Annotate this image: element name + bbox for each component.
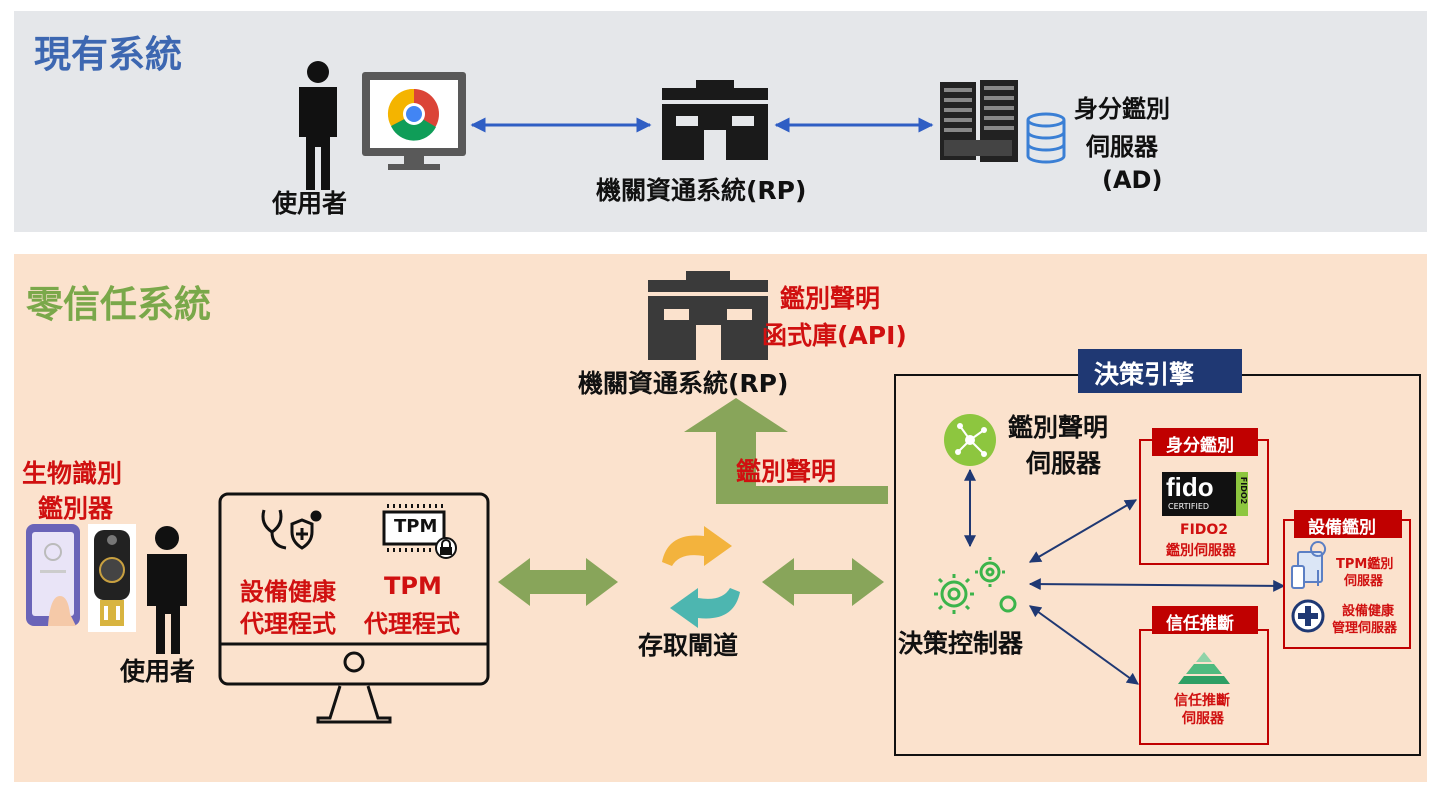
tpm-chip-icon: [382, 504, 457, 559]
controller-gears-icon: [934, 557, 1017, 614]
fingerprint-phone-icon: [26, 524, 80, 626]
server-rack-icon: [940, 80, 1018, 162]
controller-identity-arrow: [1028, 499, 1138, 563]
fido-logo-sub: CERTIFIED: [1168, 502, 1210, 511]
tpm-chip-label: TPM: [394, 516, 438, 537]
trust-box-title: 信任推斷: [1166, 614, 1234, 634]
trust-caption-line1: 信任推斷: [1174, 693, 1230, 709]
fido-logo-side: FIDO2: [1239, 476, 1249, 505]
assertion-server-line2: 伺服器: [1026, 449, 1102, 478]
decision-engine-title-bg: [1078, 349, 1242, 393]
controller-device-arrow: [1028, 578, 1286, 592]
bio-label-line2: 鑑別器: [38, 494, 114, 523]
bio-label-line1: 生物識別: [22, 459, 123, 488]
health-caption-line2: 管理伺服器: [1332, 621, 1398, 636]
existing-rp-label: 機關資通系統(RP): [596, 176, 807, 205]
health-caption-line1: 設備健康: [1342, 604, 1395, 619]
ad-label-line1: 身分鑑別: [1074, 95, 1170, 123]
controller-label: 決策控制器: [898, 629, 1024, 658]
tpm-agent-line2: 代理程式: [364, 610, 460, 638]
zt-user-label: 使用者: [120, 657, 196, 686]
decision-engine-title: 決策引擎: [1094, 360, 1195, 389]
gateway-engine-arrow: [762, 558, 884, 606]
security-key-icon: [88, 524, 136, 632]
endpoint-monitor: [218, 492, 490, 724]
zt-user-person-icon: [147, 526, 187, 654]
endpoint-gateway-arrow: [498, 558, 618, 606]
identity-box-title: 身分鑑別: [1166, 436, 1234, 456]
device-agent-line2: 代理程式: [240, 610, 336, 638]
fido-logo-bg: [1162, 472, 1248, 516]
device-box-title: 設備鑑別: [1308, 518, 1376, 538]
zt-rp-label: 機關資通系統(RP): [578, 369, 789, 398]
device-box-title-bg: [1294, 510, 1402, 538]
device-health-icon: [261, 509, 322, 550]
assertion-server-line1: 鑑別聲明: [1008, 413, 1109, 442]
ad-label-line2: 伺服器: [1086, 133, 1158, 161]
device-agent-line1: 設備健康: [240, 578, 336, 606]
ad-label-line3: (AD): [1102, 166, 1163, 194]
tpm-devices-icon: [1291, 541, 1327, 589]
tpm-auth-caption-line2: 伺服器: [1344, 574, 1384, 589]
identity-caption-line2: 鑑別伺服器: [1166, 543, 1236, 559]
gateway-label: 存取閘道: [638, 631, 739, 660]
api-label-line1: 鑑別聲明: [780, 284, 881, 313]
controller-trust-arrow: [1029, 605, 1139, 685]
fido-logo-stripe: [1236, 472, 1248, 516]
existing-user-label: 使用者: [272, 189, 348, 218]
api-label-line2: 函式庫(API): [762, 321, 907, 350]
zero-trust-title: 零信任系統: [26, 283, 211, 326]
trust-caption-line2: 伺服器: [1182, 711, 1224, 727]
database-icon: [1026, 112, 1066, 164]
zt-rp-building-icon: [648, 271, 768, 360]
user-person-icon: [299, 61, 337, 190]
identity-caption-line1: FIDO2: [1180, 522, 1229, 538]
assertion-up-arrow: [684, 398, 888, 504]
assertion-arrow-label: 鑑別聲明: [736, 457, 837, 486]
tpm-agent-line1: TPM: [384, 572, 442, 600]
existing-system-title: 現有系統: [34, 33, 182, 76]
monitor-power-icon: [343, 651, 365, 673]
rp-building-icon: [662, 80, 768, 160]
pyramid-icon: [1178, 652, 1230, 684]
identity-box-title-bg: [1152, 428, 1258, 456]
browser-monitor-icon: [362, 72, 466, 170]
health-plus-icon: [1291, 599, 1325, 633]
fido-logo-text: fido: [1166, 472, 1214, 502]
trust-box-title-bg: [1152, 606, 1258, 634]
sync-icon: [662, 526, 740, 628]
tpm-auth-caption-line1: TPM鑑別: [1336, 557, 1394, 572]
assertion-server-hub-icon: [944, 414, 996, 466]
